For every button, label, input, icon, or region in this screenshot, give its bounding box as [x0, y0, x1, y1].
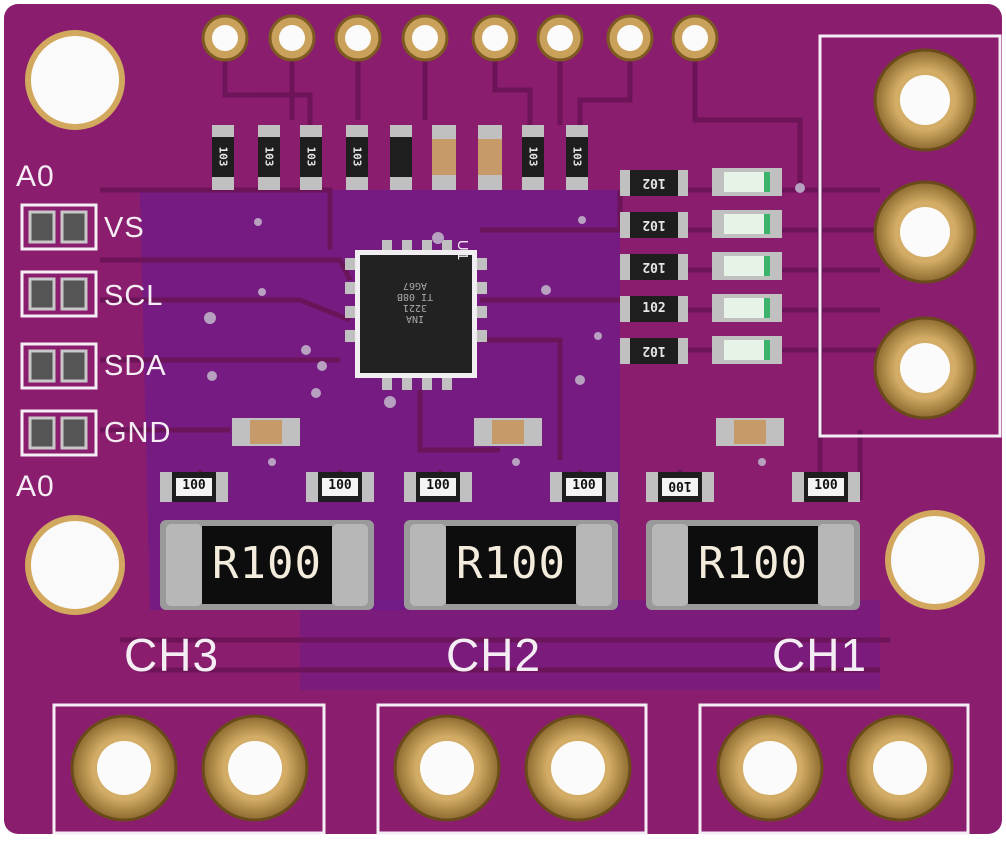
filter-resistor-label: 100: [572, 478, 596, 493]
filter-resistor-label: 100: [328, 478, 352, 493]
led-array: [620, 168, 782, 364]
address-label-top: A0: [16, 160, 55, 193]
led-resistor-label: 102: [642, 301, 666, 316]
filter-resistor-label: 100: [668, 478, 692, 493]
bottom-terminal-outlines: [52, 703, 970, 835]
shunt-label-ch2: R100: [456, 538, 566, 589]
top-resistor-label: 103: [262, 146, 276, 167]
mounting-holes: [25, 30, 985, 615]
chip-marking: INA 3221 TI 08B AG67: [380, 280, 450, 324]
led-resistor-label: 102: [642, 217, 666, 232]
pin-label-scl: SCL: [104, 280, 164, 312]
led-resistor-label: 102: [642, 259, 666, 274]
shunt-resistors: [160, 520, 860, 610]
top-resistor-label: 103: [350, 146, 364, 167]
top-header-pads: [201, 14, 719, 62]
filter-resistor-label: 100: [426, 478, 450, 493]
right-terminal-outline: [818, 34, 1002, 438]
chip-marking-line: AG67: [402, 280, 428, 291]
capacitors: [232, 418, 784, 446]
mounting-hole: [891, 516, 979, 604]
top-resistor-label: 103: [216, 146, 230, 167]
channel-label-ch1: CH1: [772, 629, 868, 681]
shunt-label-ch3: R100: [212, 538, 322, 589]
chip-designator: U1: [454, 239, 472, 262]
pin-label-sda: SDA: [104, 350, 167, 382]
chip-marking-line: 3221: [402, 302, 428, 313]
pin-label-vs: VS: [104, 212, 145, 244]
filter-resistor-label: 100: [182, 478, 206, 493]
filter-resistors: [160, 472, 860, 502]
mounting-hole: [31, 36, 119, 124]
shunt-label-ch1: R100: [698, 538, 808, 589]
filter-resistor-label: 100: [814, 478, 838, 493]
mounting-hole: [31, 521, 119, 609]
ina3221-chip: [345, 240, 487, 390]
top-resistor-label: 103: [570, 146, 584, 167]
chip-marking-line: INA: [405, 313, 425, 324]
channel-label-ch3: CH3: [124, 629, 220, 681]
address-label-bottom: A0: [16, 470, 55, 503]
led-resistor-label: 102: [642, 343, 666, 358]
top-resistor-label: 103: [304, 146, 318, 167]
pin-label-gnd: GND: [104, 417, 172, 449]
top-resistor-row: [212, 125, 588, 190]
bottom-terminal-pads: [70, 714, 954, 822]
led-resistor-label: 102: [642, 175, 666, 190]
channel-label-ch2: CH2: [446, 629, 542, 681]
chip-marking-line: TI 08B: [396, 291, 434, 302]
right-terminal-pads: [873, 48, 977, 420]
top-resistor-label: 103: [526, 146, 540, 167]
vias: [204, 183, 805, 466]
address-jumpers: [20, 203, 98, 457]
